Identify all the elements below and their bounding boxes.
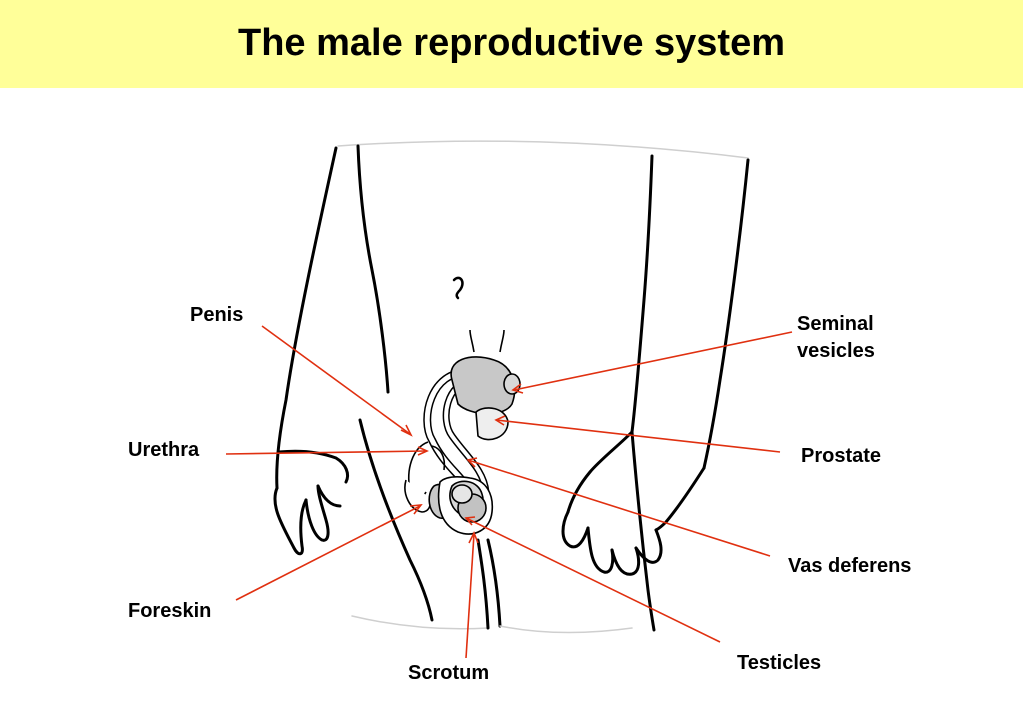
leader-arrow-urethra [417,446,429,456]
label-foreskin: Foreskin [128,600,212,622]
title-banner: The male reproductive system [0,0,1023,88]
leader-arrow-prostate [494,415,506,426]
label-seminal-vesicles-line1: Seminal [797,313,874,335]
label-scrotum: Scrotum [408,662,490,684]
body-outline [273,140,750,634]
leader-line-foreskin [235,505,421,601]
label-seminal-vesicles-line2: vesicles [797,340,875,362]
leader-line-urethra [225,450,427,455]
leader-arrow-penis [400,424,413,437]
leader-arrow-foreskin [409,504,423,515]
label-urethra: Urethra [128,439,200,461]
label-prostate: Prostate [801,445,882,467]
leader-line-prostate [495,419,781,453]
leader-line-scrotum [465,533,475,659]
leader-line-testicles [465,517,721,643]
leader-line-penis [261,325,411,435]
page-title: The male reproductive system [238,22,785,64]
reproductive-organs [404,329,521,535]
leader-arrow-testicles [464,516,476,526]
label-vas-deferens: Vas deferens [788,555,912,577]
leader-lines [225,325,793,659]
leader-line-vas-deferens [467,459,771,557]
leader-arrow-seminal-vesicles [511,383,524,394]
leader-arrow-vas-deferens [466,457,478,468]
label-testicles: Testicles [737,652,822,674]
leader-line-seminal-vesicles [513,331,793,391]
leader-arrow-scrotum [468,531,479,544]
label-penis: Penis [190,304,244,326]
label-seminal-vesicles: Seminal vesicles [797,311,875,365]
